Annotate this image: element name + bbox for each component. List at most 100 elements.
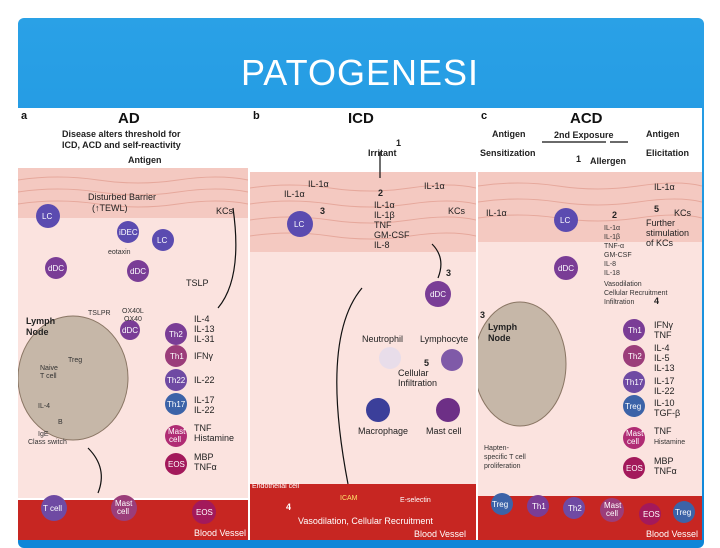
acd-mast-1: Mast [626, 429, 644, 438]
icd-step3a: 3 [320, 206, 325, 216]
panel-c-heading: ACD [570, 110, 603, 127]
ad-intro-1: Disease alters threshold for [62, 129, 181, 139]
ad-ddc-2: dDC [130, 267, 146, 276]
icd-lymphocyte: Lymphocyte [420, 334, 468, 344]
acd-cyt-4: GM-CSF [604, 252, 632, 259]
icd-macrophage: Macrophage [358, 426, 408, 436]
acd-histamine: Histamine [654, 439, 685, 446]
acd-il1a-r: IL-1α [654, 182, 675, 192]
ad-ige-2: Class switch [28, 439, 67, 446]
ad-th1: Th1 [170, 352, 184, 361]
acd-kcs-4: of KCs [646, 238, 674, 248]
acd-elicitation: Elicitation [646, 148, 689, 158]
acd-tnfa: TNFα [654, 466, 677, 476]
ad-idec: iDEC [119, 228, 138, 237]
acd-tnf-mast: TNF [654, 426, 672, 436]
acd-vessel: Blood Vessel [646, 529, 698, 539]
acd-kcs-3: stimulation [646, 228, 689, 238]
acd-step1: 1 [576, 154, 581, 164]
acd-step4: 4 [654, 296, 659, 306]
acd-il10: IL-10 [654, 398, 675, 408]
acd-bottom-mast-2: cell [606, 509, 618, 518]
ad-vessel: Blood Vessel [194, 528, 246, 538]
icd-cyt-4: GM-CSF [374, 230, 410, 240]
acd-ifng: IFNγ [654, 320, 673, 330]
acd-bottom-th1: Th1 [532, 502, 546, 511]
acd-bottom-treg-1: Treg [492, 500, 508, 509]
ad-bottom-mast-2: cell [117, 507, 129, 516]
icd-step5: 5 [424, 358, 429, 368]
icd-eselectin: E-selectin [400, 497, 431, 504]
ad-mbp: MBP [194, 452, 214, 462]
icd-ddc: dDC [430, 290, 446, 299]
acd-vaso-2: Cellular Recruitment [604, 290, 667, 297]
acd-ddc: dDC [558, 264, 574, 273]
acd-step2: 2 [612, 210, 617, 220]
acd-kcs-2: Further [646, 218, 675, 228]
panel-acd: c ACD Antigen 2nd Exposure Antigen Sensi… [478, 108, 702, 540]
icd-kcs: KCs [448, 206, 466, 216]
icd-icam: ICAM [340, 495, 358, 502]
acd-step3: 3 [480, 310, 485, 320]
acd-il13: IL-13 [654, 363, 675, 373]
ad-b-cell: B [58, 419, 63, 426]
ad-naive-1: Naive [40, 365, 58, 372]
ad-tslp: TSLP [186, 278, 209, 288]
acd-il17: IL-17 [654, 376, 675, 386]
ad-naive-2: T cell [40, 373, 57, 380]
ad-il22b: IL-22 [194, 405, 215, 415]
acd-sensitization: Sensitization [480, 148, 536, 158]
ad-kcs: KCs [216, 206, 234, 216]
icd-step1: 1 [396, 138, 401, 148]
acd-il4: IL-4 [654, 343, 670, 353]
ad-eotaxin: eotaxin [108, 249, 131, 256]
ad-antigen: Antigen [128, 155, 162, 165]
ad-barrier-2: (↑TEWL) [92, 203, 128, 213]
icd-cyt-3: TNF [374, 220, 392, 230]
ad-tnfa: TNFα [194, 462, 217, 472]
slide-title: PATOGENESI [240, 52, 480, 93]
icd-infil-2: Infiltration [398, 378, 437, 388]
acd-th2: Th2 [628, 352, 642, 361]
icd-il1a-3: IL-1α [424, 181, 445, 191]
icd-vaso: Vasodilation, Cellular Recruitment [298, 516, 433, 526]
pathogenesis-figure: a AD Disease alters threshold for ICD, A… [18, 108, 702, 540]
ad-lc-2: LC [157, 236, 167, 245]
acd-vaso-1: Vasodilation [604, 281, 642, 288]
panel-letter-a: a [21, 110, 28, 122]
acd-th17: Th17 [625, 378, 644, 387]
icd-lc: LC [294, 220, 304, 229]
ad-ddc-1: dDC [48, 264, 64, 273]
acd-lymph-2: Node [488, 333, 511, 343]
acd-eos: EOS [626, 464, 643, 473]
icd-neutrophil: Neutrophil [362, 334, 403, 344]
ad-mast-2: cell [169, 435, 181, 444]
acd-hapten-2: specific T cell [484, 454, 526, 461]
acd-cyt-6: IL-18 [604, 270, 620, 277]
acd-bottom-mast-1: Mast [604, 501, 622, 510]
ad-bottom-eos: EOS [196, 508, 213, 517]
icd-step2: 2 [378, 188, 383, 198]
ad-ox40l: OX40L [122, 308, 144, 315]
acd-mast-2: cell [627, 437, 639, 446]
acd-hapten-1: Hapten- [484, 445, 510, 452]
ad-tslpr: TSLPR [88, 310, 111, 317]
panel-icd: b ICD 1 Irritant IL-1α IL-1α IL-1α 2 IL-… [250, 108, 476, 540]
ad-mast-1: Mast [168, 427, 186, 436]
acd-hapten-3: proliferation [484, 463, 521, 470]
icd-cyt-2: IL-1β [374, 210, 395, 220]
ad-lymph-2: Node [26, 327, 49, 337]
acd-step5: 5 [654, 204, 659, 214]
ad-lymph-1: Lymph [26, 316, 55, 326]
acd-treg: Treg [625, 402, 641, 411]
panel-a-heading: AD [118, 110, 140, 127]
ad-intro-2: ICD, ACD and self-reactivity [62, 140, 181, 150]
icd-il1a-1: IL-1α [308, 179, 329, 189]
ad-il17: IL-17 [194, 395, 215, 405]
acd-bottom-eos: EOS [643, 510, 660, 519]
acd-il22: IL-22 [654, 386, 675, 396]
acd-cyt-2: IL-1β [604, 234, 620, 241]
acd-th1: Th1 [628, 326, 642, 335]
icd-step4: 4 [286, 502, 291, 512]
acd-il5: IL-5 [654, 353, 670, 363]
